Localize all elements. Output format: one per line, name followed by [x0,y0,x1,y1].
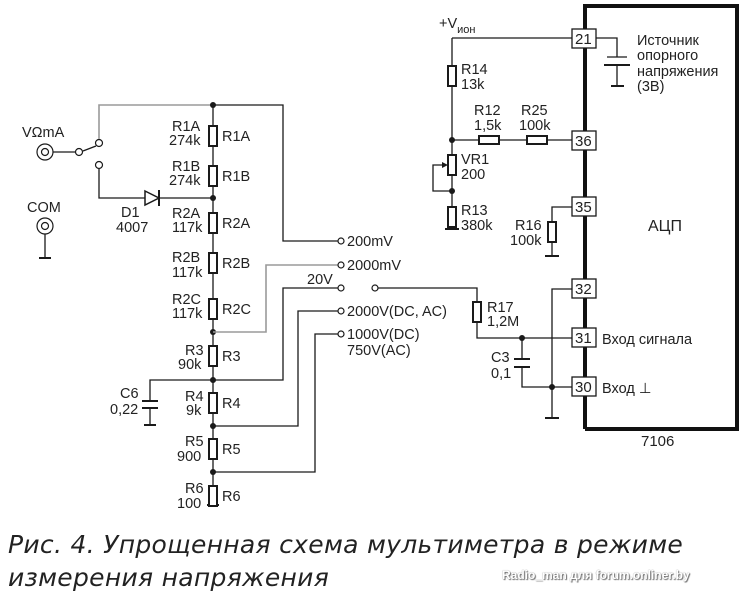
svg-text:274k: 274k [169,173,201,189]
r16-ref: R16 [515,218,542,234]
r17-value: 1,2M [487,314,519,330]
r12-ref: R12 [474,103,501,119]
svg-text:R4: R4 [185,389,204,405]
range-switch [337,237,379,338]
range-750v-ac: 750V(AC) [347,343,411,359]
ref-source-line1: Источник [637,33,700,49]
r17-ref: R17 [487,300,514,316]
vr1-value: 200 [461,167,485,183]
svg-text:900: 900 [177,449,201,465]
range-1000v-dc: 1000V(DC) [347,327,420,343]
c6-value: 0,22 [110,402,138,418]
resistor-r12 [478,135,500,145]
svg-text:R2C: R2C [222,302,251,318]
capacitor-c6 [142,379,213,426]
range-20v: 20V [307,272,333,288]
svg-text:R2B: R2B [172,250,200,266]
svg-text:R2B: R2B [222,256,250,272]
svg-text:90k: 90k [178,357,202,373]
watermark: Radio_man для forum.onliner.by [502,568,690,582]
pin-21: 21 [575,31,592,48]
svg-text:R5: R5 [222,442,241,458]
pin-35: 35 [575,199,592,216]
resistor-r17 [472,301,482,323]
svg-text:R4: R4 [222,396,241,412]
svg-text:117k: 117k [172,265,203,281]
range-2000mv: 2000mV [347,258,401,274]
input-terminal-label: VΩmA [22,125,65,141]
svg-text:R1B: R1B [222,169,250,185]
ref-source-line4: (3В) [637,79,664,95]
svg-text:R5: R5 [185,434,204,450]
pin-31-label: Вход сигнала [602,332,693,348]
svg-text:R2A: R2A [172,206,201,222]
potentiometer-vr1 [432,154,457,192]
supply-label: +Vион [439,16,475,36]
r12-value: 1,5k [474,118,502,134]
c6-ref: C6 [120,386,139,402]
r25-value: 100k [519,118,551,134]
r14-ref: R14 [461,62,488,78]
svg-text:R3: R3 [185,343,204,359]
diode-ref: D1 [121,205,140,221]
pin-31: 31 [575,330,592,347]
pin-30: 30 [575,379,592,396]
range-200mv: 200mV [347,234,393,250]
resistor-r25 [526,135,548,145]
diode-d1 [144,189,213,207]
ref-source-line3: напряжения [637,64,718,80]
caption-line-2: измерения напряжения [8,563,330,592]
common-terminal [36,217,54,259]
svg-text:R1B: R1B [172,159,200,175]
r13-value: 380k [461,218,493,234]
diode-value: 4007 [116,220,148,236]
chip-part: 7106 [641,433,674,450]
svg-text:R2C: R2C [172,292,201,308]
divider-labels: R1A 274k R1B 274k R2A 117k R2B 117k R2C … [169,119,251,512]
svg-text:R1A: R1A [222,129,251,145]
chip-name: АЦП [648,218,682,235]
figure-caption: Рис. 4. Упрощенная схема мультиметра в р… [8,528,683,594]
chip-pins [571,28,597,397]
svg-text:R6: R6 [222,489,241,505]
vr1-ref: VR1 [461,152,489,168]
r14-value: 13k [461,77,485,93]
c3-value: 0,1 [491,366,511,382]
ref-source-line2: опорного [637,48,698,64]
svg-text:100: 100 [177,496,201,512]
svg-text:R2A: R2A [222,216,251,232]
input-terminal [36,143,54,161]
r16-value: 100k [510,233,542,249]
pin-32: 32 [575,281,592,298]
r25-ref: R25 [521,103,548,119]
resistor-r16 [547,221,557,243]
svg-text:R1A: R1A [172,119,201,135]
range-2000v: 2000V(DC, AC) [347,304,447,320]
r13-ref: R13 [461,203,488,219]
caption-line-1: Рис. 4. Упрощенная схема мультиметра в р… [8,530,684,559]
resistor-r13 [447,206,457,228]
reference-source [596,37,630,87]
common-terminal-label: COM [27,200,61,216]
resistor-r14 [447,65,457,87]
divider-resistors [208,125,218,507]
svg-text:R6: R6 [185,481,204,497]
c3-ref: C3 [491,350,510,366]
svg-text:9k: 9k [186,403,202,419]
svg-text:274k: 274k [169,133,201,149]
svg-text:117k: 117k [172,220,203,236]
svg-text:117k: 117k [172,306,203,322]
pin-36: 36 [575,133,592,150]
svg-text:R3: R3 [222,349,241,365]
function-switch [74,138,104,170]
pin-30-label: Вход ⊥ [602,381,651,397]
capacitor-c3 [514,338,572,388]
